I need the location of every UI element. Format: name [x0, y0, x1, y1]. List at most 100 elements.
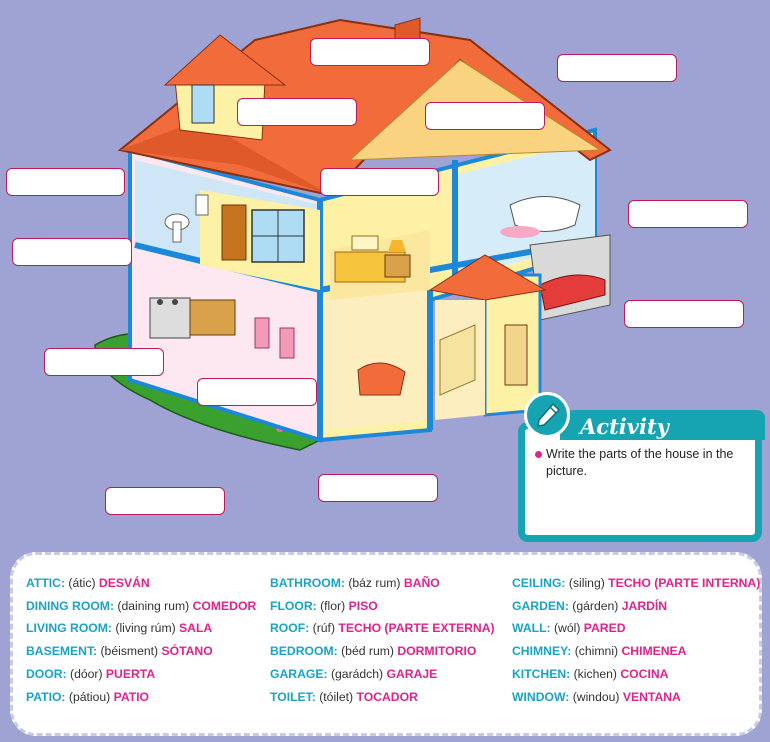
vocab-item: ATTIC: (átic) DESVÁN — [26, 576, 150, 590]
vocab-pronunciation: (báz rum) — [348, 576, 401, 590]
vocab-spanish: SÓTANO — [161, 644, 213, 659]
bathroom — [164, 194, 209, 243]
vocab-pronunciation: (wól) — [553, 621, 581, 636]
vocab-item: CEILING: (siling) TECHO (PARTE INTERNA) — [512, 576, 760, 590]
vocab-item: BATHROOM: (báz rum) BAÑO — [270, 576, 440, 590]
vocab-english: KITCHEN: — [512, 666, 571, 681]
answer-box[interactable] — [425, 102, 545, 130]
answer-box[interactable] — [44, 348, 164, 376]
vocab-english: DOOR: — [26, 666, 67, 681]
vocab-english: TOILET: — [270, 689, 316, 704]
vocab-english: BEDROOM: — [270, 644, 338, 659]
vocab-pronunciation: (windou) — [572, 689, 620, 704]
bullet-dot — [535, 451, 542, 458]
vocab-pronunciation: (rúf) — [312, 621, 335, 636]
vocab-english: FLOOR: — [270, 598, 317, 613]
activity-title: Activity — [580, 414, 669, 439]
vocab-spanish: PISO — [348, 598, 378, 613]
vocab-item: WINDOW: (windou) VENTANA — [512, 690, 681, 704]
vocab-english: ROOF: — [270, 621, 310, 636]
vocab-english: GARDEN: — [512, 598, 569, 613]
answer-box[interactable] — [628, 200, 748, 228]
answer-box[interactable] — [318, 474, 438, 502]
vocab-item: LIVING ROOM: (living rúm) SALA — [26, 621, 212, 635]
vocab-spanish: GARAJE — [386, 666, 438, 681]
vocab-spanish: JARDÍN — [621, 598, 668, 613]
vocab-item: DINING ROOM: (daining rum) COMEDOR — [26, 599, 256, 613]
vocab-item: DOOR: (dóor) PUERTA — [26, 667, 155, 681]
answer-box[interactable] — [624, 300, 744, 328]
activity-header — [560, 410, 765, 440]
attic-bathtub — [500, 196, 581, 238]
pencil-icon — [524, 392, 570, 438]
vocab-english: BATHROOM: — [270, 576, 345, 590]
wall-window — [200, 190, 320, 290]
vocab-english: BASEMENT: — [26, 644, 98, 659]
vocab-item: ROOF: (rúf) TECHO (PARTE EXTERNA) — [270, 621, 495, 635]
vocab-pronunciation: (tóilet) — [319, 689, 354, 704]
vocab-english: LIVING ROOM: — [26, 621, 112, 636]
vocab-item: BASEMENT: (béisment) SÓTANO — [26, 644, 213, 658]
answer-box[interactable] — [310, 38, 430, 66]
vocab-spanish: PATIO — [113, 689, 150, 704]
vocab-spanish: TECHO (PARTE EXTERNA) — [338, 621, 495, 636]
answer-box[interactable] — [320, 168, 439, 196]
dining-chairs — [254, 317, 295, 359]
answer-box[interactable] — [105, 487, 225, 515]
vocab-pronunciation: (living rúm) — [115, 621, 176, 636]
vocab-english: CHIMNEY: — [512, 644, 572, 659]
vocab-item: KITCHEN: (kichen) COCINA — [512, 667, 668, 681]
garage — [428, 234, 611, 420]
vocab-item: CHIMNEY: (chimni) CHIMENEA — [512, 644, 687, 658]
vocab-spanish: PARED — [583, 621, 626, 636]
vocab-english: DINING ROOM: — [26, 598, 115, 613]
vocab-pronunciation: (daining rum) — [117, 598, 190, 613]
vocab-item: GARDEN: (gárden) JARDÍN — [512, 599, 667, 613]
vocab-item: WALL: (wól) PARED — [512, 621, 626, 635]
vocab-spanish: VENTANA — [622, 689, 681, 704]
vocab-spanish: COMEDOR — [192, 598, 257, 613]
activity-card — [518, 422, 762, 542]
vocab-pronunciation: (garádch) — [330, 666, 384, 681]
vocab-pronunciation: (pátiou) — [68, 689, 111, 704]
answer-box[interactable] — [6, 168, 125, 196]
vocab-pronunciation: (béisment) — [100, 644, 159, 659]
vocab-pronunciation: (flor) — [320, 598, 346, 613]
vocab-item: PATIO: (pátiou) PATIO — [26, 690, 149, 704]
vocab-english: WALL: — [512, 621, 551, 636]
vocab-item: FLOOR: (flor) PISO — [270, 599, 378, 613]
vocab-english: CEILING: — [512, 576, 566, 590]
answer-box[interactable] — [237, 98, 357, 126]
vocab-spanish: COCINA — [620, 666, 669, 681]
vocab-spanish: BAÑO — [403, 576, 440, 590]
vocab-pronunciation: (chimni) — [574, 644, 619, 659]
vocab-spanish: DORMITORIO — [397, 644, 477, 659]
vocab-item: GARAGE: (garádch) GARAJE — [270, 667, 437, 681]
answer-box[interactable] — [557, 54, 677, 82]
vocab-spanish: CHIMENEA — [621, 644, 687, 659]
vocab-spanish: PUERTA — [105, 666, 156, 681]
vocab-spanish: TOCADOR — [356, 689, 418, 704]
vocab-pronunciation: (gárden) — [572, 598, 619, 613]
vocab-pronunciation: (béd rum) — [341, 644, 394, 659]
activity-instruction: Write the parts of the house in the pict… — [546, 447, 734, 478]
vocab-pronunciation: (kichen) — [573, 666, 617, 681]
vocab-spanish: TECHO (PARTE INTERNA) — [608, 576, 761, 590]
bedroom — [330, 230, 430, 300]
vocab-pronunciation: (dóor) — [70, 666, 103, 681]
vocab-spanish: DESVÁN — [98, 576, 150, 590]
vocabulary-panel — [10, 552, 762, 736]
answer-box[interactable] — [197, 378, 317, 406]
vocab-english: ATTIC: — [26, 576, 66, 590]
vocab-spanish: SALA — [179, 621, 213, 636]
vocab-pronunciation: (átic) — [68, 576, 96, 590]
vocab-english: GARAGE: — [270, 666, 328, 681]
vocab-pronunciation: (siling) — [568, 576, 605, 590]
kitchen — [149, 297, 236, 339]
vocab-item: TOILET: (tóilet) TOCADOR — [270, 690, 418, 704]
answer-box[interactable] — [12, 238, 132, 266]
vocab-english: PATIO: — [26, 689, 66, 704]
vocab-item: BEDROOM: (béd rum) DORMITORIO — [270, 644, 476, 658]
living-room-sofa — [357, 362, 406, 396]
vocab-english: WINDOW: — [512, 689, 570, 704]
